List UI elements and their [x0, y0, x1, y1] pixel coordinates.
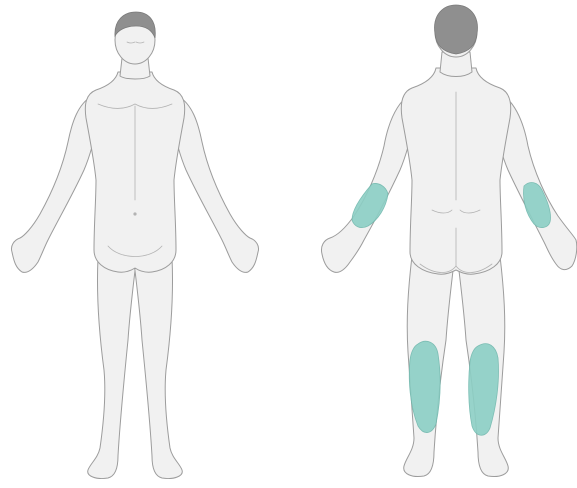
front-navel — [133, 212, 136, 215]
front-left-leg — [88, 258, 136, 479]
highlight-right-forearm — [523, 183, 550, 228]
front-right-leg — [134, 258, 182, 479]
back-left-arm — [321, 94, 414, 272]
highlight-left-forearm — [352, 183, 388, 227]
front-left-arm — [11, 96, 98, 272]
back-hair — [435, 5, 478, 54]
front-right-arm — [172, 96, 259, 272]
front-figure — [11, 12, 258, 479]
back-figure — [321, 5, 576, 477]
